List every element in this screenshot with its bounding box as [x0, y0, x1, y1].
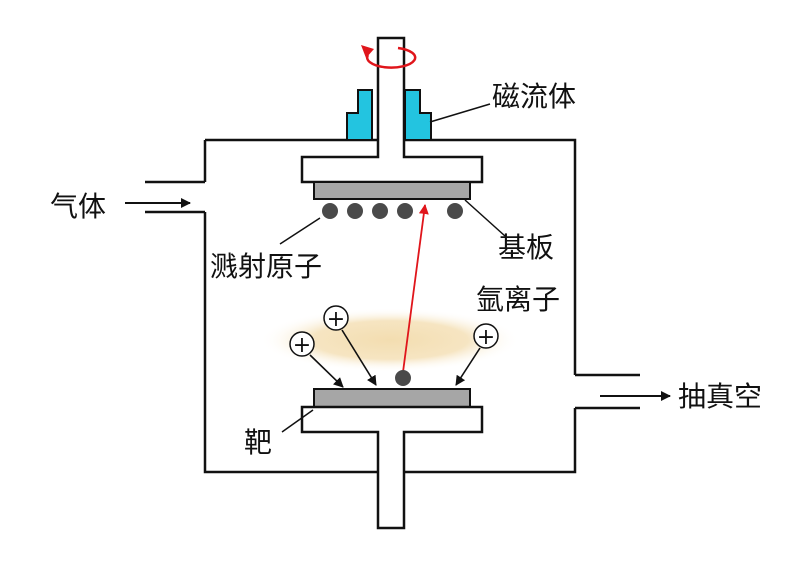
sputtered-atom — [447, 203, 463, 219]
target-holder — [300, 405, 484, 530]
leader-line — [464, 199, 506, 237]
sputtered-atom — [397, 203, 413, 219]
ion-path-arrow — [455, 347, 481, 386]
label-argon-ions: 氩离子 — [476, 283, 560, 316]
vacuum-outlet-pipe — [575, 373, 640, 410]
target-atom — [395, 370, 411, 386]
substrate-holder — [300, 36, 484, 184]
sputtered-atom — [372, 203, 388, 219]
sputter-trajectory-arrow — [402, 204, 429, 373]
gas-inlet-pipe — [145, 180, 205, 214]
leader-line — [281, 409, 314, 433]
substrate-plate — [313, 181, 471, 200]
target-plate — [313, 388, 471, 408]
sputtered-atom — [347, 203, 363, 219]
ion-path-arrow — [341, 329, 377, 386]
sputtered-atom — [322, 203, 338, 219]
argon-ion: + — [323, 305, 349, 332]
svg-text:+: + — [293, 333, 311, 358]
argon-ion: + — [289, 331, 315, 358]
svg-text:+: + — [327, 307, 345, 332]
label-ferrofluid: 磁流体 — [492, 80, 576, 113]
label-target: 靶 — [244, 426, 272, 459]
argon-ion: + — [473, 323, 499, 350]
rotation-arrow-icon — [361, 45, 417, 69]
ion-path-arrow — [309, 354, 344, 388]
label-substrate: 基板 — [498, 231, 554, 264]
label-sputtered-atoms: 溅射原子 — [210, 250, 322, 283]
label-gas: 气体 — [50, 190, 106, 223]
leader-line — [279, 217, 321, 245]
svg-text:+: + — [477, 325, 495, 350]
label-vacuum: 抽真空 — [678, 380, 762, 413]
leader-line — [429, 103, 491, 123]
